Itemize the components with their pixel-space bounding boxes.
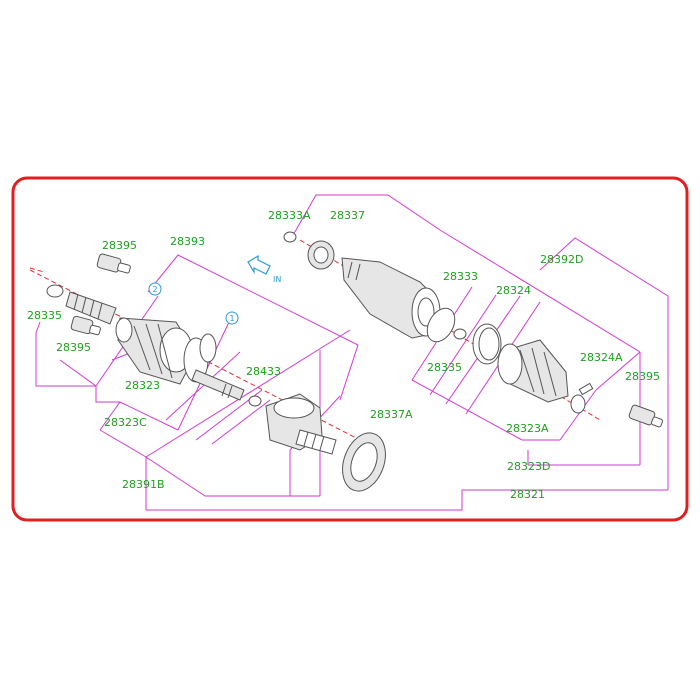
label-28433[interactable]: 28433 <box>246 365 281 378</box>
label-28395-top[interactable]: 28395 <box>102 239 137 252</box>
label-28323A[interactable]: 28323A <box>506 422 549 435</box>
diagram-frame <box>11 176 689 522</box>
label-28395-left[interactable]: 28395 <box>56 341 91 354</box>
part-drawings <box>46 231 664 492</box>
leader-lines <box>35 194 669 511</box>
direction-in-label: IN <box>273 275 281 284</box>
label-28323C[interactable]: 28323C <box>104 416 147 429</box>
callout-1: 1 <box>225 311 239 325</box>
label-28337A[interactable]: 28337A <box>370 408 413 421</box>
label-28333A[interactable]: 28333A <box>268 209 311 222</box>
label-28395-right[interactable]: 28395 <box>625 370 660 383</box>
label-28335-right[interactable]: 28335 <box>427 361 462 374</box>
arrow-in-icon: IN <box>247 254 281 284</box>
label-28333[interactable]: 28333 <box>443 270 478 283</box>
label-28323D[interactable]: 28323D <box>507 460 550 473</box>
callout-2-text: 2 <box>152 285 157 294</box>
label-28393[interactable]: 28393 <box>170 235 205 248</box>
label-28392D[interactable]: 28392D <box>540 253 583 266</box>
label-28335-left[interactable]: 28335 <box>27 309 62 322</box>
label-28324A[interactable]: 28324A <box>580 351 623 364</box>
callout-2: 2 <box>148 282 162 296</box>
label-28321[interactable]: 28321 <box>510 488 545 501</box>
label-28323[interactable]: 28323 <box>125 379 160 392</box>
label-28391B[interactable]: 28391B <box>122 478 165 491</box>
callout-1-text: 1 <box>229 314 234 323</box>
label-28337[interactable]: 28337 <box>330 209 365 222</box>
label-28324[interactable]: 28324 <box>496 284 531 297</box>
part-labels: 28333A 28337 28395 28393 28335 28395 283… <box>27 209 660 501</box>
